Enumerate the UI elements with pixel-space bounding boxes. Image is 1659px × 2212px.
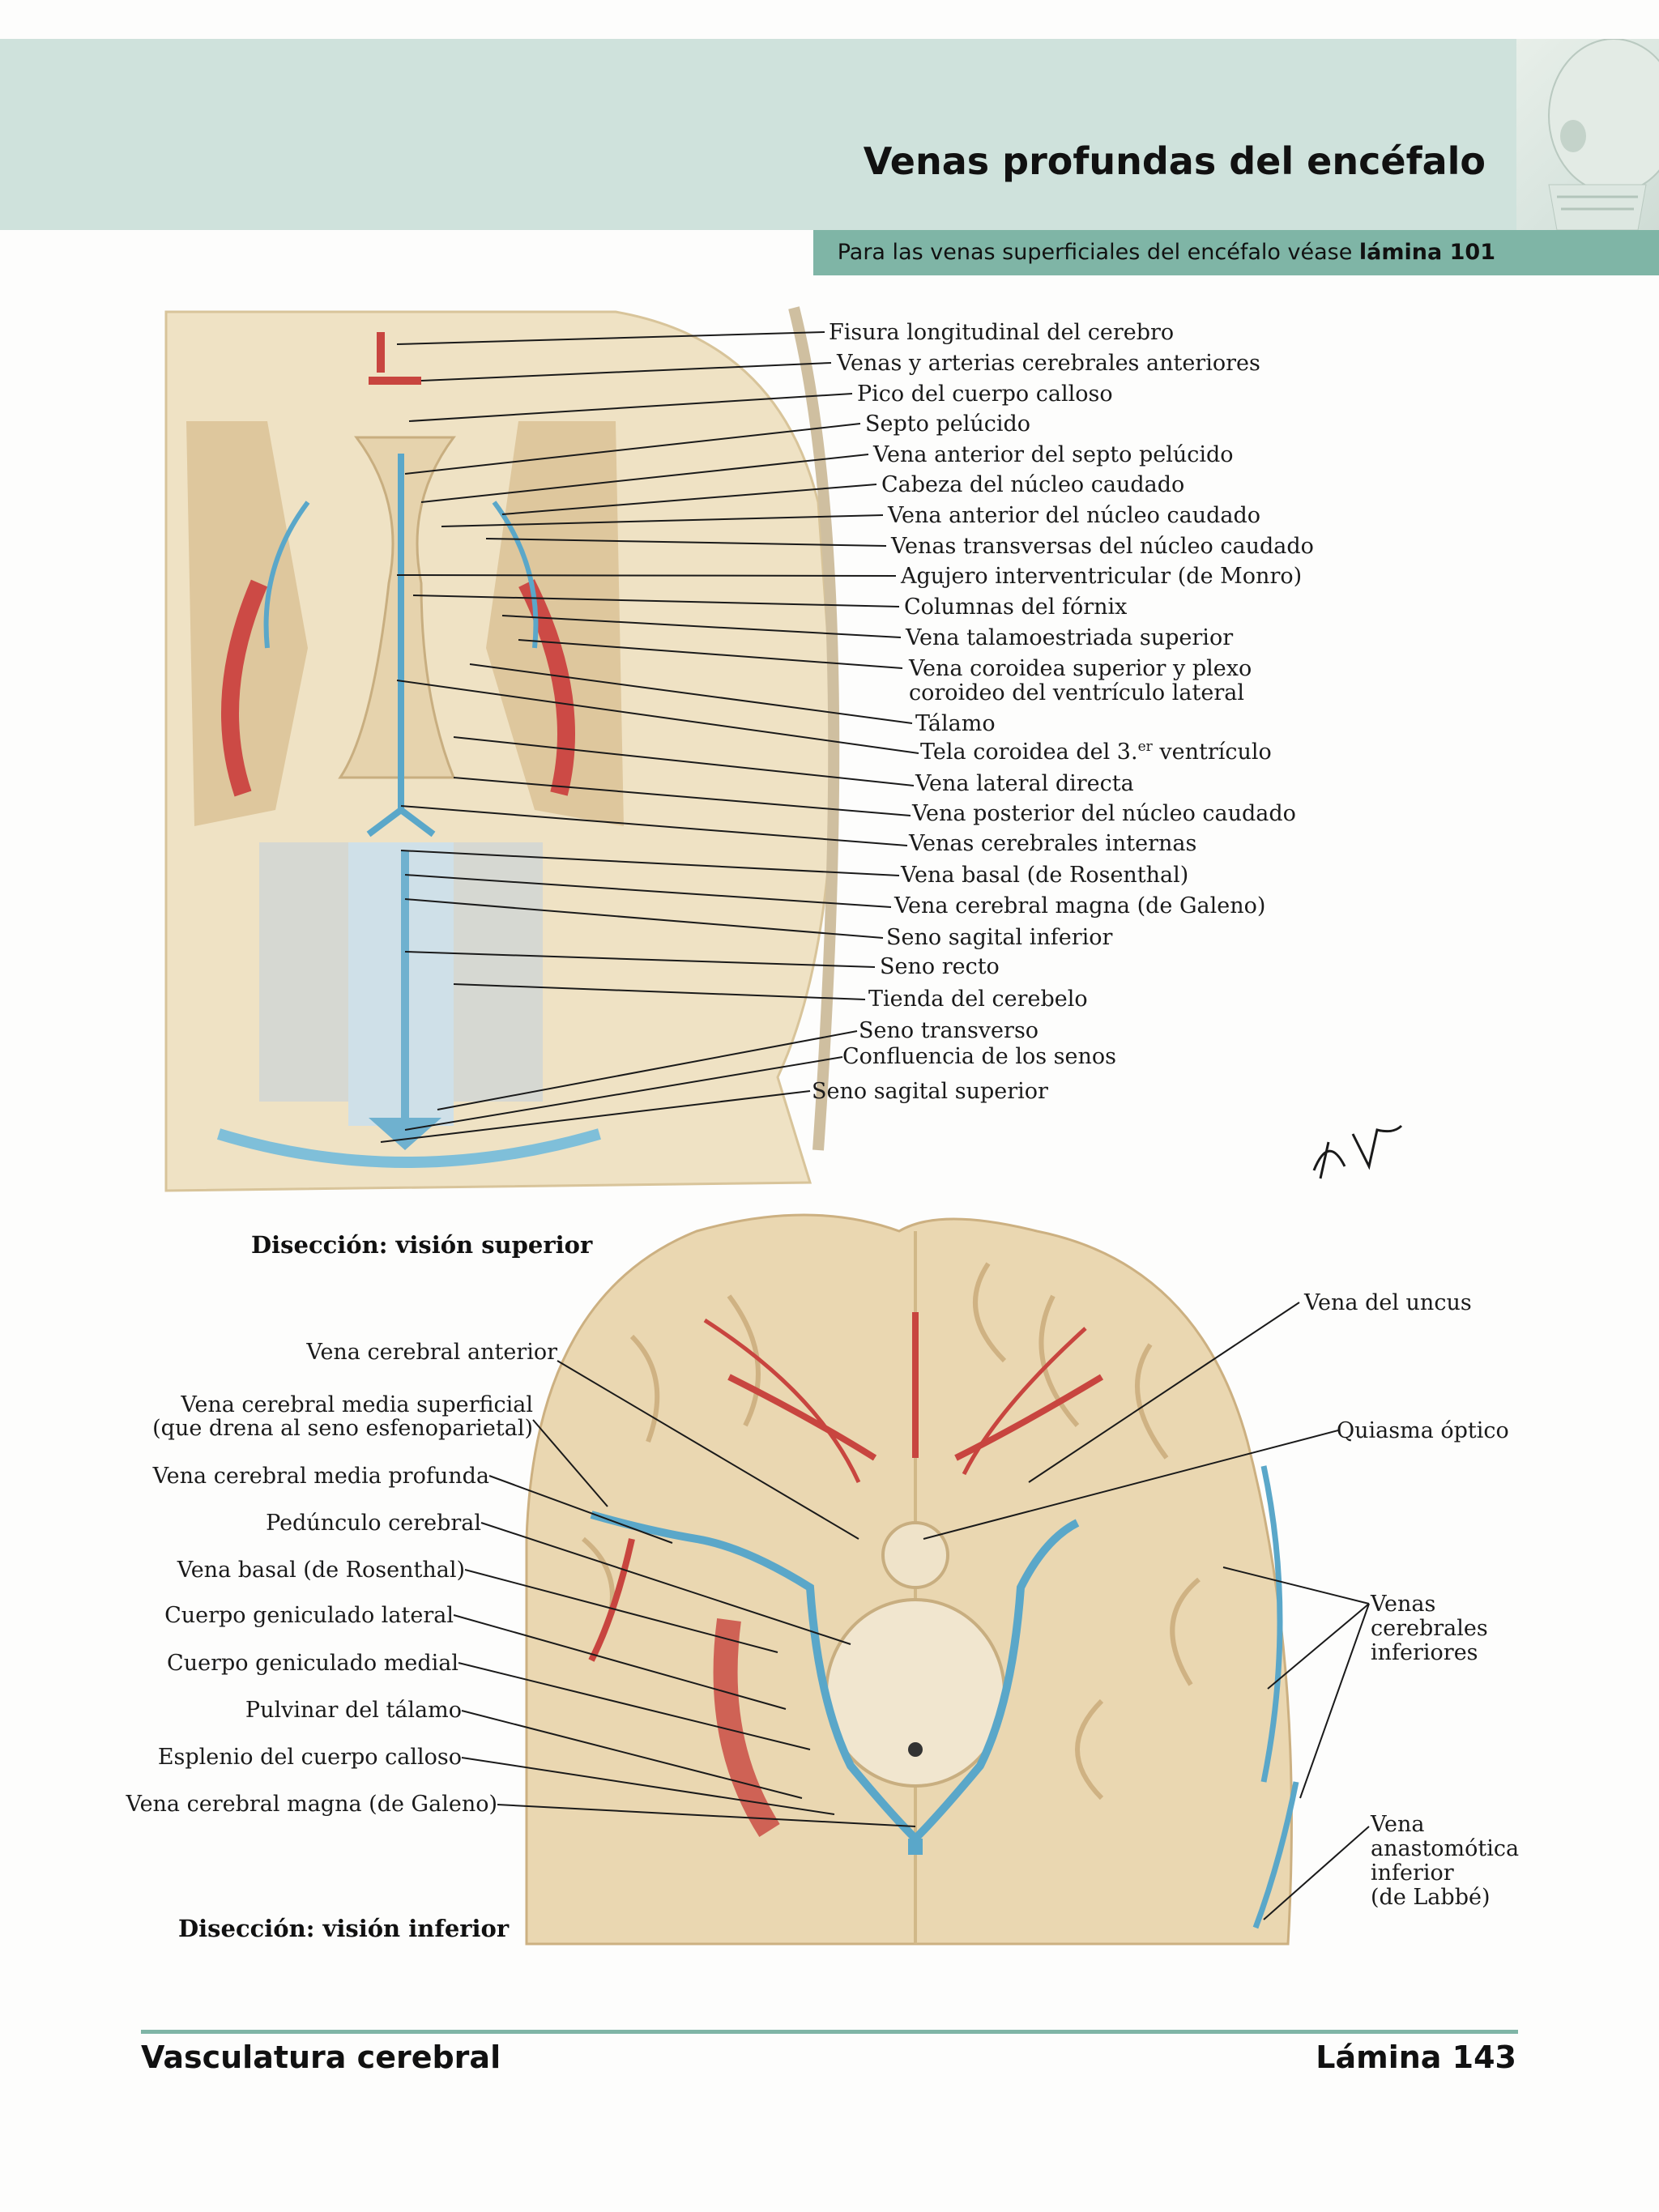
- label-venas-cerebrales-inferiores-1: Venas: [1371, 1592, 1436, 1617]
- label-vena-cerebral-magna-top: Vena cerebral magna (de Galeno): [894, 893, 1266, 918]
- label-vena-coroidea-superior: Vena coroidea superior y plexo: [909, 656, 1252, 681]
- caption-superior-dissection: Disección: visión superior: [251, 1231, 593, 1259]
- label-vena-cerebral-magna-bottom: Vena cerebral magna (de Galeno): [126, 1792, 497, 1817]
- label-pico-cuerpo-calloso: Pico del cuerpo calloso: [857, 381, 1113, 407]
- label-vena-uncus: Vena del uncus: [1304, 1290, 1472, 1315]
- superior-leader-lines: [380, 331, 919, 1143]
- label-vena-anastomotica-3: inferior: [1371, 1860, 1454, 1886]
- label-confluencia-senos: Confluencia de los senos: [842, 1044, 1117, 1069]
- label-cabeza-nucleo-caudado: Cabeza del núcleo caudado: [881, 472, 1185, 497]
- label-tela-coroidea-text: Tela coroidea del 3.: [920, 739, 1138, 765]
- label-vena-lateral-directa: Vena lateral directa: [915, 771, 1134, 796]
- label-venas-cerebrales-inferiores-2: cerebrales: [1371, 1616, 1488, 1641]
- label-vena-anastomotica-4: (de Labbé): [1371, 1885, 1491, 1910]
- page-title: Venas profundas del encéfalo: [863, 139, 1486, 183]
- label-vena-cerebral-anterior: Vena cerebral anterior: [306, 1340, 557, 1365]
- skull-thumbnail: [1516, 39, 1659, 230]
- footer-rule: [141, 2030, 1518, 2034]
- superior-dissection-illustration: [164, 306, 840, 1192]
- inferior-left-leader-lines: [453, 1360, 916, 1827]
- label-cuerpo-geniculado-lateral: Cuerpo geniculado lateral: [164, 1603, 454, 1628]
- caption-inferior-dissection: Disección: visión inferior: [178, 1915, 510, 1942]
- label-vena-anastomotica-1: Vena: [1371, 1812, 1425, 1837]
- label-plexo-coroideo: coroideo del ventrículo lateral: [909, 680, 1244, 705]
- label-venas-cerebrales-inferiores-3: inferiores: [1371, 1640, 1478, 1665]
- netter-signature: [1312, 1124, 1403, 1179]
- label-venas-transversas-nucleo-caudado: Venas transversas del núcleo caudado: [891, 534, 1314, 559]
- label-vena-cerebral-media-superficial: Vena cerebral media superficial: [181, 1392, 533, 1417]
- footer-plate-number: Lámina 143: [1316, 2039, 1516, 2075]
- label-columnas-fornix: Columnas del fórnix: [904, 595, 1128, 620]
- label-vena-basal-top: Vena basal (de Rosenthal): [901, 863, 1189, 888]
- label-esplenio-cuerpo-calloso: Esplenio del cuerpo calloso: [157, 1745, 462, 1770]
- label-drena-seno-esfenoparietal: (que drena al seno esfenoparietal): [152, 1416, 533, 1441]
- cross-reference-text: Para las venas superficiales del encéfal…: [838, 240, 1495, 265]
- label-septo-pelucido: Septo pelúcido: [865, 411, 1031, 437]
- label-tienda-cerebelo: Tienda del cerebelo: [868, 987, 1088, 1012]
- label-seno-sagital-inferior: Seno sagital inferior: [886, 925, 1113, 950]
- label-seno-transverso: Seno transverso: [859, 1018, 1039, 1043]
- label-tela-coroidea: Tela coroidea del 3.er ventrículo: [920, 739, 1272, 765]
- footer-section-title: Vasculatura cerebral: [141, 2039, 501, 2075]
- label-agujero-interventricular: Agujero interventricular (de Monro): [901, 564, 1303, 589]
- label-seno-sagital-superior: Seno sagital superior: [812, 1079, 1048, 1104]
- label-quiasma-optico: Quiasma óptico: [1337, 1418, 1509, 1443]
- label-vena-talamoestriada: Vena talamoestriada superior: [906, 625, 1234, 650]
- label-vena-posterior-nucleo-caudado: Vena posterior del núcleo caudado: [912, 801, 1296, 826]
- label-seno-recto: Seno recto: [880, 954, 1000, 979]
- label-cuerpo-geniculado-medial: Cuerpo geniculado medial: [167, 1651, 458, 1676]
- label-vena-anterior-septo: Vena anterior del septo pelúcido: [873, 442, 1234, 467]
- header-band: [0, 39, 1659, 230]
- label-vena-basal-bottom: Vena basal (de Rosenthal): [177, 1558, 465, 1583]
- label-tela-coroidea-suffix: ventrículo: [1159, 739, 1272, 765]
- label-venas-cerebrales-internas: Venas cerebrales internas: [909, 831, 1197, 856]
- label-vena-anastomotica-2: anastomótica: [1371, 1836, 1520, 1861]
- label-pulvinar-talamo: Pulvinar del tálamo: [245, 1698, 462, 1723]
- label-talamo: Tálamo: [915, 711, 996, 736]
- cross-reference-bar: [813, 230, 1659, 275]
- label-venas-arterias-cerebrales-anteriores: Venas y arterias cerebrales anteriores: [837, 351, 1260, 376]
- xref-prefix: Para las venas superficiales del encéfal…: [837, 240, 1353, 265]
- label-pedunculo-cerebral: Pedúnculo cerebral: [266, 1511, 481, 1536]
- label-fisura-longitudinal: Fisura longitudinal del cerebro: [829, 320, 1175, 345]
- xref-plate-link[interactable]: lámina 101: [1358, 240, 1495, 265]
- label-vena-cerebral-media-profunda: Vena cerebral media profunda: [152, 1464, 489, 1489]
- label-tela-coroidea-superscript: er: [1137, 739, 1153, 755]
- label-vena-anterior-nucleo-caudado: Vena anterior del núcleo caudado: [888, 503, 1261, 528]
- inferior-right-leader-lines: [923, 1302, 1370, 1920]
- inferior-dissection-illustration: [525, 1213, 1299, 1946]
